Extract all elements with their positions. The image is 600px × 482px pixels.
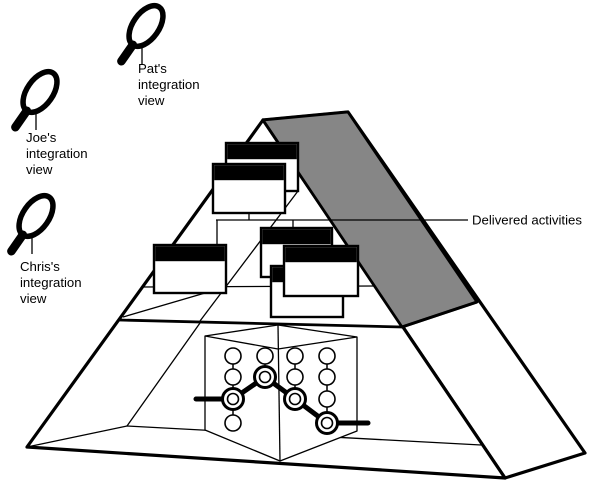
chris-view-group: Chris's integration view [7,192,85,306]
delivered-node [315,411,339,435]
joe-view-label: Joe's integration view [26,130,91,177]
delivered-node [221,387,245,411]
activity-node [224,347,242,365]
activity-node [256,347,274,365]
window-titlebar [262,229,331,245]
window-titlebar [214,165,284,181]
delivered-nodes [221,365,339,435]
perspective-line-left [122,292,206,318]
activity-node [318,390,336,408]
window-card [152,243,228,295]
magnifier-icon-pat [117,2,166,66]
pat-view-group: Pat's integration view [117,2,203,108]
activity-node [286,347,304,365]
joe-view-group: Joe's integration view [11,68,91,177]
window-titlebar [227,144,297,160]
window-titlebar [285,247,357,263]
delivered-node [253,365,277,389]
cube-vertical-edge [277,324,281,462]
cube-top-front-left-edge [204,335,279,350]
delivered-node [283,387,307,411]
activity-node [286,368,304,386]
delivered-activities-label: Delivered activities [472,213,582,228]
activity-node [318,347,336,365]
activity-node [224,414,242,432]
magnifier-icon-chris [7,192,56,256]
window-titlebar [155,246,225,262]
cube-top-front-right-edge [277,336,358,350]
window-cards [152,141,360,319]
activity-nodes [224,347,336,432]
chris-view-label: Chris's integration view [20,259,85,306]
window-card [282,244,360,298]
pat-view-label: Pat's integration view [138,61,203,108]
left-wall-edge [126,322,201,427]
activity-cube [193,324,371,462]
activity-node [318,368,336,386]
layer-band-line [118,300,478,329]
window-card [211,162,287,215]
magnifier-icon-joe [11,68,60,132]
activity-node [224,368,242,386]
